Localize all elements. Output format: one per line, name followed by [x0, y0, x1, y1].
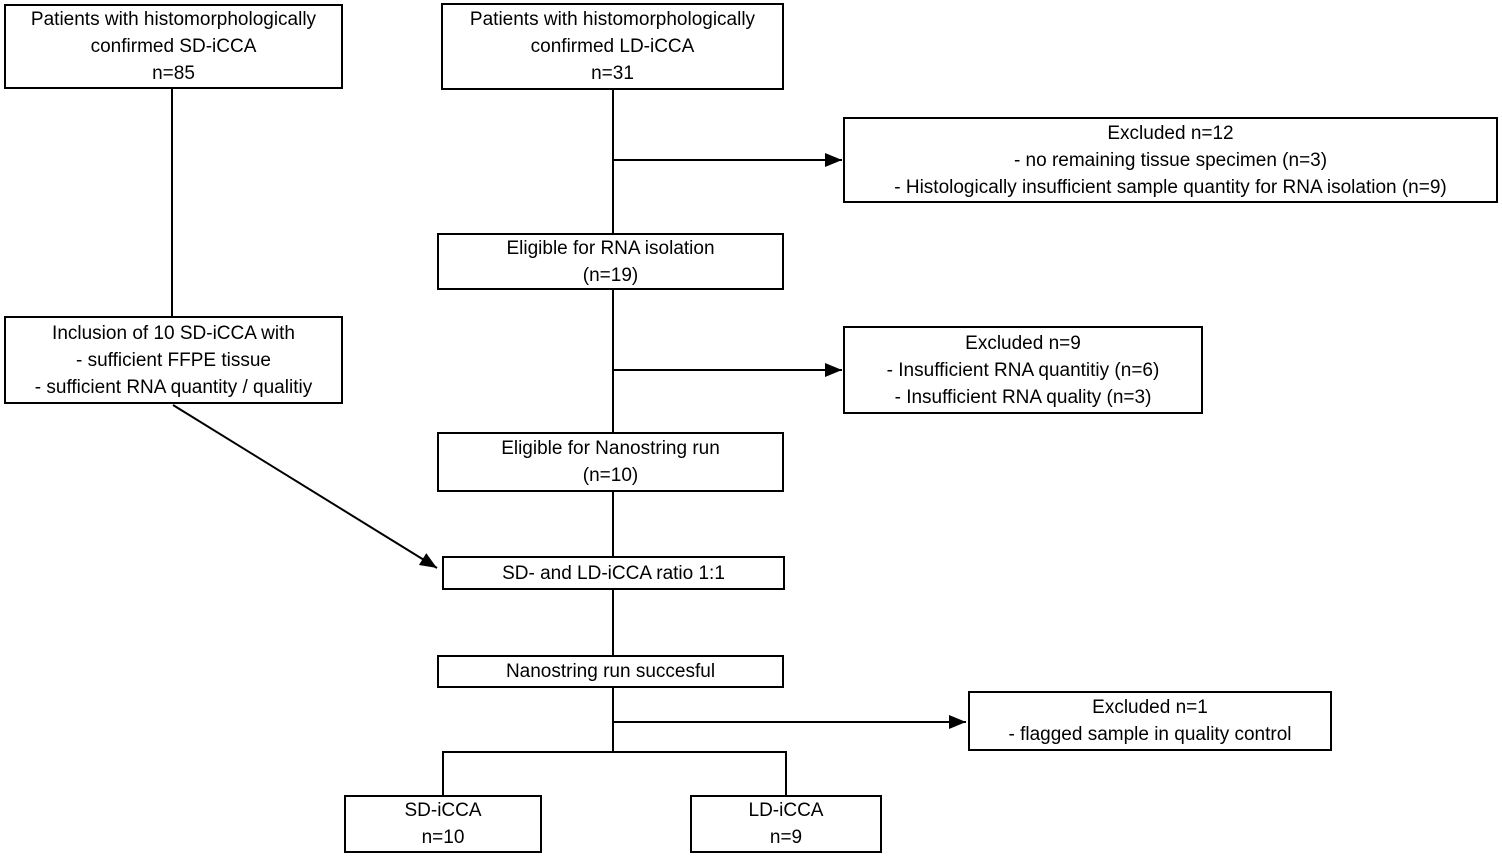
box-sd-patients: Patients with histomorphologically confi… — [4, 4, 343, 89]
box-line: SD- and LD-iCCA ratio 1:1 — [502, 562, 725, 584]
box-line: Inclusion of 10 SD-iCCA with — [52, 322, 295, 344]
box-sd-icca-final: SD-iCCA n=10 — [344, 795, 542, 853]
box-line: LD-iCCA — [748, 800, 824, 821]
box-line: Patients with histomorphologically — [30, 9, 317, 30]
box-line: - Insufficient RNA quality (n=3) — [894, 386, 1152, 408]
box-ratio: SD- and LD-iCCA ratio 1:1 — [442, 556, 785, 590]
box-line: Nanostring run succesful — [505, 661, 716, 682]
box-line: SD-iCCA — [404, 800, 482, 821]
box-line: - flagged sample in quality control — [1008, 724, 1292, 745]
box-line: Excluded n=9 — [965, 332, 1081, 354]
box-line: Eligible for RNA isolation — [506, 237, 715, 259]
box-line: n=9 — [769, 827, 803, 848]
box-line: (n=10) — [582, 465, 639, 486]
box-line: Excluded n=12 — [1107, 122, 1234, 144]
box-line: n=85 — [152, 63, 195, 84]
box-ld-patients: Patients with histomorphologically confi… — [441, 3, 784, 90]
box-line: Patients with histomorphologically — [469, 9, 756, 30]
box-line: Excluded n=1 — [1092, 697, 1208, 718]
box-line: - sufficient RNA quantity / qualitiy — [34, 376, 313, 398]
box-inclusion-sd-icca: Inclusion of 10 SD-iCCA with - sufficien… — [4, 316, 343, 404]
box-line: - Histologically insufficient sample qua… — [894, 176, 1447, 198]
box-line: confirmed SD-iCCA — [90, 36, 257, 57]
box-excluded-12: Excluded n=12 - no remaining tissue spec… — [843, 117, 1498, 203]
connector-inclusion-to-ratio — [172, 404, 438, 569]
box-excluded-1: Excluded n=1 - flagged sample in quality… — [968, 691, 1332, 751]
box-ld-icca-final: LD-iCCA n=9 — [690, 795, 882, 853]
box-line: - Insufficient RNA quantitiy (n=6) — [886, 359, 1160, 381]
box-line: - sufficient FFPE tissue — [76, 349, 271, 371]
box-nanostring-run-successful: Nanostring run succesful — [437, 655, 784, 688]
box-eligible-nanostring-run: Eligible for Nanostring run (n=10) — [437, 432, 784, 492]
box-line: confirmed LD-iCCA — [530, 36, 695, 57]
box-line: (n=19) — [582, 264, 639, 286]
box-line: n=10 — [421, 827, 465, 848]
box-eligible-rna-isolation: Eligible for RNA isolation (n=19) — [437, 233, 784, 290]
box-line: n=31 — [591, 63, 634, 84]
box-excluded-9: Excluded n=9 - Insufficient RNA quantiti… — [843, 326, 1203, 414]
box-line: - no remaining tissue specimen (n=3) — [1013, 149, 1328, 171]
box-line: Eligible for Nanostring run — [501, 438, 720, 459]
